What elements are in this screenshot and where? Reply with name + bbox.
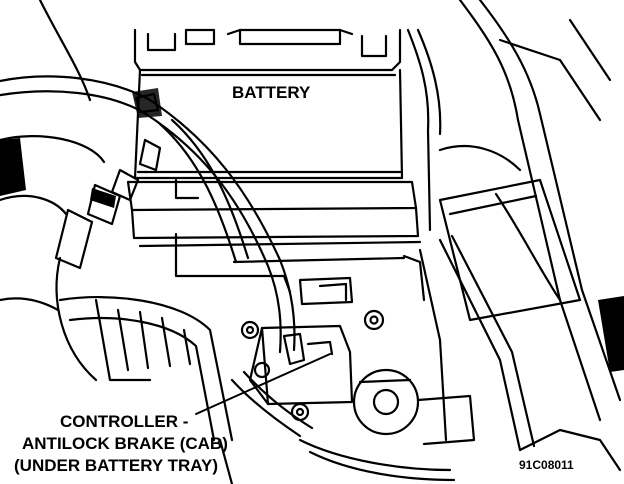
controller-label-line1: CONTROLLER - [60,412,189,431]
left-fitting [0,135,162,382]
controller-label-line3: (UNDER BATTERY TRAY) [14,456,219,475]
pulley [298,368,476,482]
hose-clamp [132,88,162,118]
hoses [0,75,314,438]
battery [133,28,404,180]
controller-module [240,309,385,422]
left-wheel-well [0,0,234,484]
battery-label: BATTERY [232,83,311,102]
controller-label-line2: ANTILOCK BRAKE (CAB) [22,434,228,453]
leader-line [195,353,331,415]
fitting-dark [90,188,116,208]
right-dark-edge [598,296,624,372]
left-hose-end [0,138,26,196]
battery-tray [126,178,426,306]
figure-id: 91C08011 [519,458,574,472]
right-structure [406,0,622,472]
